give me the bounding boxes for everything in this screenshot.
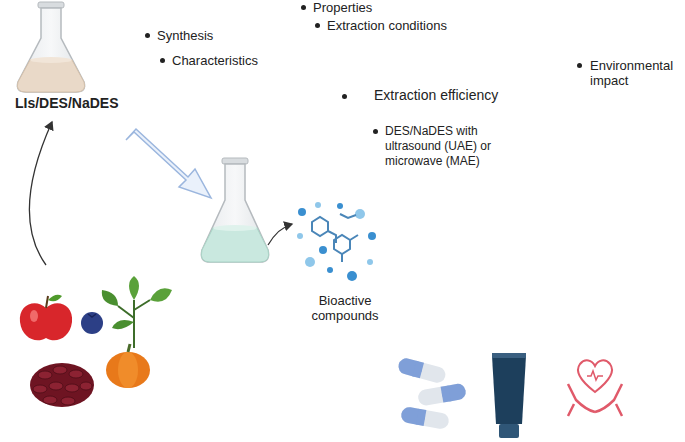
flask-solvent <box>17 2 84 92</box>
molecules-icon <box>297 202 376 281</box>
bullet-item: Synthesis <box>157 28 213 43</box>
bullet-dot <box>315 23 320 28</box>
cream-tube-icon <box>492 353 526 438</box>
bullet-item: Characteristics <box>172 53 258 68</box>
bullet-dot <box>373 129 378 134</box>
curved-arrow <box>268 224 292 245</box>
blueberry <box>81 312 103 334</box>
bullet-item: Extraction conditions <box>327 18 447 33</box>
solvent-label: LIs/DES/NaDES <box>15 96 118 111</box>
apple <box>20 295 72 341</box>
bullet-dot <box>577 63 582 68</box>
bullet-item: Extraction efficiency <box>374 88 498 103</box>
bullet-dot <box>342 94 347 99</box>
cycle-arrow <box>29 122 52 265</box>
capsules-icon <box>397 357 467 430</box>
health-icon <box>568 360 622 416</box>
process-arrow <box>126 129 211 198</box>
flask-extract <box>201 158 268 262</box>
compounds-label: Bioactive compounds <box>300 293 390 323</box>
bullet-item: Environmental impact <box>590 58 680 88</box>
bullet-item: Properties <box>313 0 372 15</box>
pumpkin <box>106 344 150 388</box>
bullet-item: DES/NaDES with ultrasound (UAE) or micro… <box>385 124 535 169</box>
bullet-dot <box>301 5 306 10</box>
bullet-dot <box>145 33 150 38</box>
bullet-dot <box>160 58 165 63</box>
plant <box>102 276 172 348</box>
beans <box>30 363 94 407</box>
